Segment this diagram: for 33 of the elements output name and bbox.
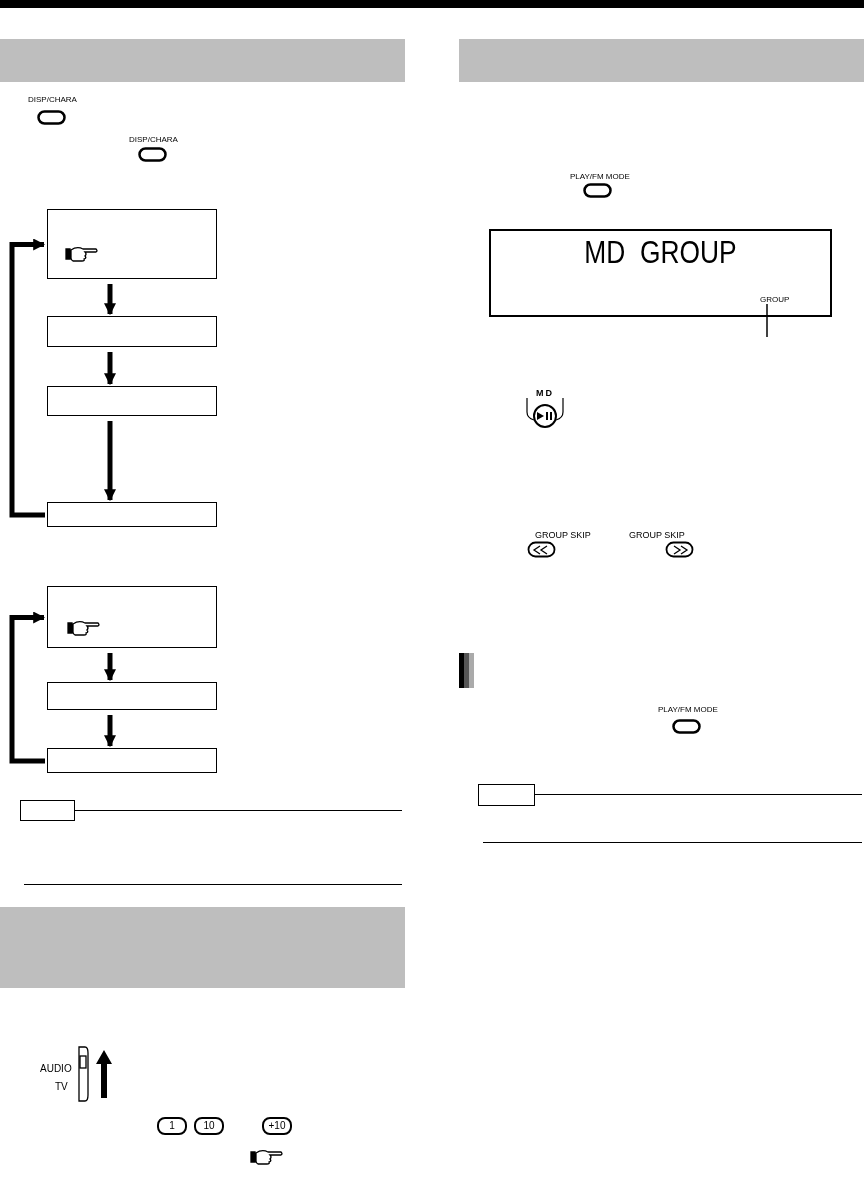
display-panel: [489, 229, 832, 317]
arrow: [9, 238, 46, 518]
display-text: MD GROUP: [583, 235, 738, 271]
section-heading-band: [0, 907, 405, 988]
flow-box: [47, 316, 217, 347]
flow-box: [47, 502, 217, 527]
number-button: +10: [262, 1117, 292, 1135]
button-label: DISP/CHARA: [129, 136, 178, 144]
flow-box: [47, 748, 217, 773]
button-label: MD: [536, 389, 554, 398]
arrow: [104, 715, 116, 748]
button-label: PLAY/FM MODE: [658, 706, 718, 714]
arrow: [9, 611, 46, 764]
flow-box: [47, 586, 217, 648]
button-label: GROUP SKIP: [535, 531, 591, 540]
number-button: 10: [194, 1117, 224, 1135]
arrow: [104, 284, 116, 316]
flow-box: [47, 682, 217, 710]
switch-label: TV: [55, 1082, 68, 1092]
flow-box: [47, 209, 217, 279]
switch-label: AUDIO: [40, 1064, 72, 1074]
leader-line: [766, 303, 768, 338]
indicator-label: GROUP: [760, 294, 790, 306]
arrow: [104, 352, 116, 386]
arrow: [104, 421, 116, 502]
flow-box: [47, 386, 217, 416]
button-label: DISP/CHARA: [28, 96, 77, 104]
number-button: 1: [157, 1117, 187, 1135]
arrow: [104, 653, 116, 682]
section-heading-band: [459, 39, 864, 82]
section-heading-band: [0, 39, 405, 82]
button-label: GROUP SKIP: [629, 531, 685, 540]
button-label: PLAY/FM MODE: [570, 173, 630, 181]
